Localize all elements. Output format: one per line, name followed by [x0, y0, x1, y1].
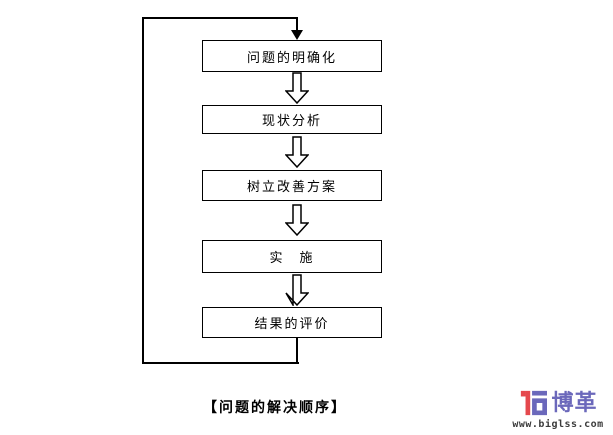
hollow-down-arrow-icon	[285, 204, 309, 236]
flow-step-current-state-analysis: 现状分析	[202, 105, 382, 134]
feedback-loop-top-line	[142, 17, 298, 19]
flow-step-label: 结果的评价	[254, 316, 330, 331]
entry-connector-line	[296, 17, 298, 32]
logo-name-text: 博革	[551, 390, 598, 415]
flow-step-label: 现状分析	[261, 113, 322, 128]
flow-step-label: 树立改善方案	[246, 179, 337, 194]
exit-connector-line	[296, 337, 298, 364]
biglss-logo-mark-icon	[521, 390, 548, 416]
flow-step-label: 问题的明确化	[246, 49, 337, 65]
logo-row: 博革	[503, 389, 613, 417]
flow-step-label: 实 施	[269, 250, 315, 265]
hollow-down-arrow-icon	[285, 136, 309, 168]
hollow-down-arrow-icon	[285, 72, 309, 104]
feedback-loop-left-line	[142, 17, 144, 364]
down-arrowhead-icon	[291, 30, 303, 40]
flow-step-problem-clarification: 问题的明确化	[202, 40, 382, 72]
flow-step-result-evaluation: 结果的评价	[202, 307, 382, 338]
flow-step-implementation: 实 施	[202, 240, 382, 273]
logo-url-text: www.biglss.com	[512, 419, 604, 430]
biglss-logo: 博革 www.biglss.com	[503, 389, 613, 430]
flow-step-establish-improvement-plan: 树立改善方案	[202, 170, 382, 201]
feedback-loop-bottom-line	[142, 362, 299, 364]
diagram-caption: 【问题的解决顺序】	[203, 399, 347, 415]
hollow-down-arrow-icon	[285, 274, 309, 306]
